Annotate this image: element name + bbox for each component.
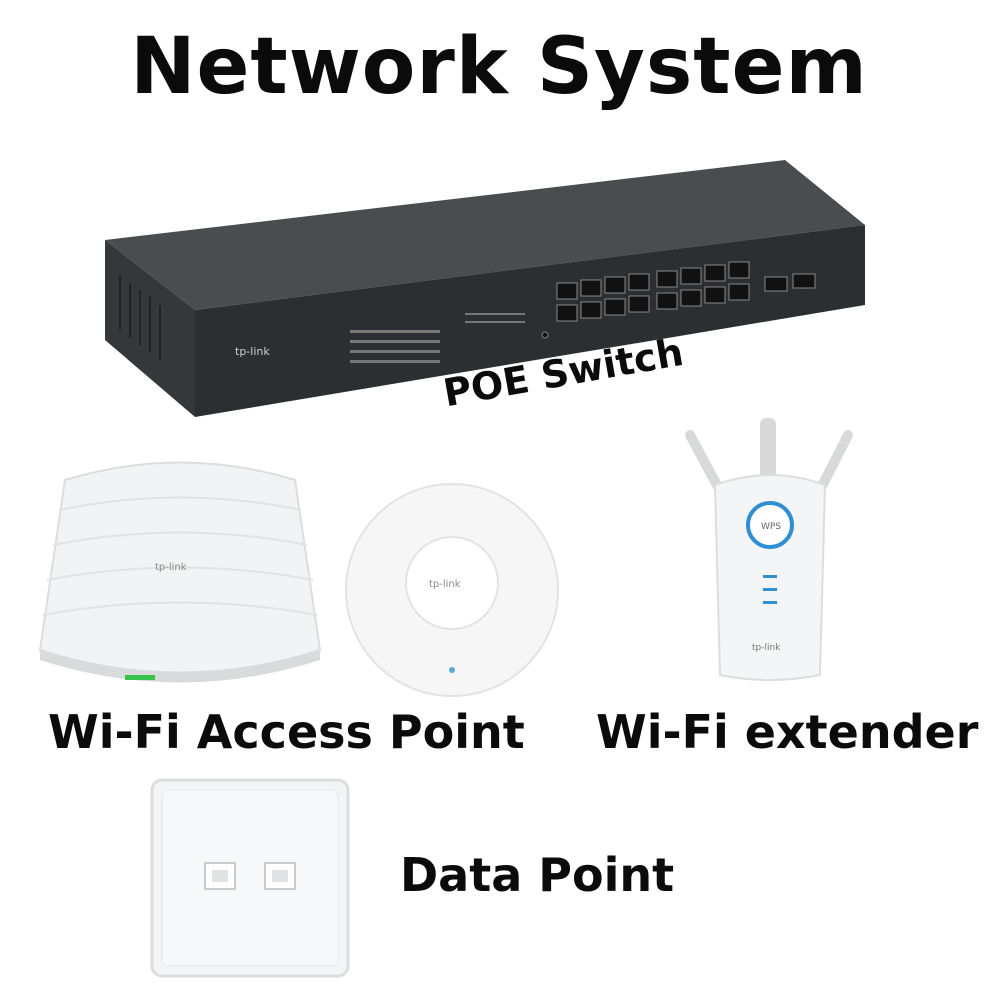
data-point-wall-plate-image xyxy=(150,778,350,978)
wifi-access-point-label: Wi-Fi Access Point xyxy=(48,705,525,759)
svg-text:tp-link: tp-link xyxy=(752,643,781,653)
svg-text:tp-link: tp-link xyxy=(155,562,187,573)
page-title: Network System xyxy=(130,22,868,112)
svg-text:tp-link: tp-link xyxy=(235,345,270,358)
wifi-extender-label: Wi-Fi extender xyxy=(596,705,979,759)
round-access-point-image: tp-link xyxy=(337,480,567,700)
ceiling-access-point-image: tp-link xyxy=(35,450,325,690)
svg-text:WPS: WPS xyxy=(761,522,781,532)
svg-text:tp-link: tp-link xyxy=(429,579,461,590)
wifi-extender-image: WPS tp-link xyxy=(670,410,870,685)
data-point-label: Data Point xyxy=(400,848,675,902)
poe-switch-image: tp-link xyxy=(95,155,870,420)
